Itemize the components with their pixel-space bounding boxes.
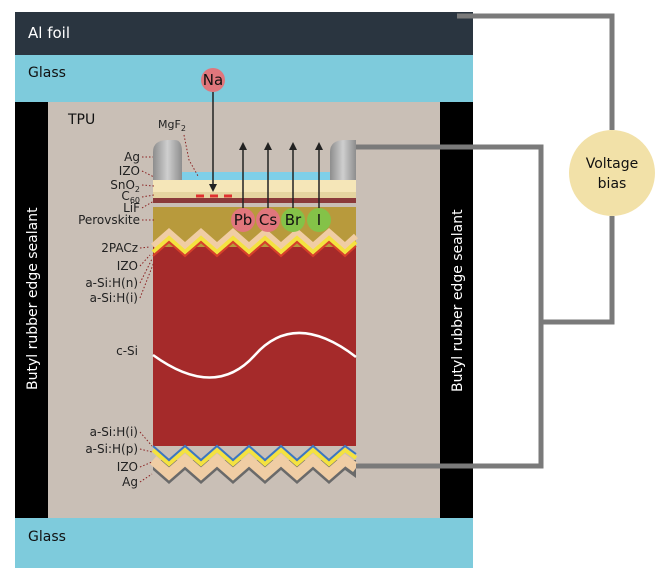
mgf2-label: MgF2 — [158, 118, 186, 133]
br-arrowhead — [289, 142, 297, 150]
ag-contact-right — [330, 140, 356, 180]
layer-label-izo-mid: IZO — [117, 259, 138, 273]
layer-label-asih-i-top: a-Si:H(i) — [90, 291, 138, 305]
layer-label-ag-bottom: Ag — [122, 475, 138, 489]
layer-label-ag-top: Ag — [124, 150, 140, 164]
bottom-glass-label: Glass — [28, 529, 66, 545]
voltage-bias-source — [569, 130, 655, 216]
lif-layer — [153, 198, 356, 203]
left-sealant-label: Butyl rubber edge sealant — [25, 207, 41, 390]
i-ion-label: I — [317, 211, 321, 229]
layer-label-asih-p: a-Si:H(p) — [85, 442, 138, 456]
top-glass-label: Glass — [28, 65, 66, 81]
voltage-bias-line2: bias — [598, 176, 627, 192]
cell-stack — [149, 140, 359, 484]
na-ion-label: Na — [203, 71, 223, 89]
layer-label-perovskite: Perovskite — [78, 213, 140, 227]
front-izo-zigzag — [151, 228, 359, 251]
izo-top-layer — [153, 172, 356, 180]
cs-arrowhead — [264, 142, 272, 150]
layer-label-asih-i-bottom: a-Si:H(i) — [90, 425, 138, 439]
pb-ion — [231, 208, 255, 232]
layer-label-lif: LiF — [123, 201, 140, 215]
c-si-wave — [152, 331, 357, 379]
layer-label-izo-top: IZO — [119, 164, 140, 178]
br-ion — [281, 208, 305, 232]
c-si-layer — [153, 236, 356, 446]
layer-label-asih-n: a-Si:H(n) — [85, 276, 138, 290]
c60-layer — [153, 192, 356, 198]
right-sealant-label: Butyl rubber edge sealant — [450, 209, 466, 392]
layer-label-izo-bottom: IZO — [117, 460, 138, 474]
na-arrowhead — [209, 184, 217, 192]
back-yellow-zigzag — [151, 447, 358, 467]
pb-arrowhead — [239, 142, 247, 150]
voltage-bias-line1: Voltage — [586, 156, 639, 172]
i-ion — [307, 208, 331, 232]
back-blue-zigzag — [152, 444, 357, 462]
mgf2-leader — [183, 134, 199, 177]
back-izo-zigzag — [149, 453, 359, 481]
front-yellow-zigzag — [151, 235, 358, 255]
left-edge-sealant — [15, 102, 48, 518]
cs-ion — [256, 208, 280, 232]
front-red-zigzag — [152, 240, 357, 258]
label-leaders — [139, 156, 155, 483]
ag-contact-left — [153, 140, 182, 180]
br-ion-label: Br — [285, 211, 302, 229]
cs-ion-label: Cs — [259, 211, 277, 229]
bottom-glass-layer — [15, 518, 473, 568]
layer-label-c60: C60 — [121, 189, 140, 205]
layer-label-sno2: SnO2 — [110, 178, 140, 194]
al-foil-layer — [15, 12, 473, 55]
i-arrowhead — [315, 142, 323, 150]
outgoing-ions: Pb Cs Br I — [231, 142, 331, 232]
top-glass-layer — [15, 55, 473, 102]
bias-wiring — [356, 13, 615, 469]
layer-label-2pacz: 2PACz — [101, 241, 138, 255]
layer-labels: Ag IZO SnO2 C60 LiF Perovskite 2PACz IZO… — [78, 150, 140, 489]
pb-ion-label: Pb — [234, 211, 253, 229]
al-foil-label: Al foil — [28, 24, 70, 42]
sno2-layer — [153, 180, 356, 192]
right-edge-sealant — [440, 102, 473, 518]
tpu-label: TPU — [67, 112, 95, 128]
na-ion — [201, 68, 225, 92]
layer-label-c-si: c-Si — [116, 344, 138, 358]
